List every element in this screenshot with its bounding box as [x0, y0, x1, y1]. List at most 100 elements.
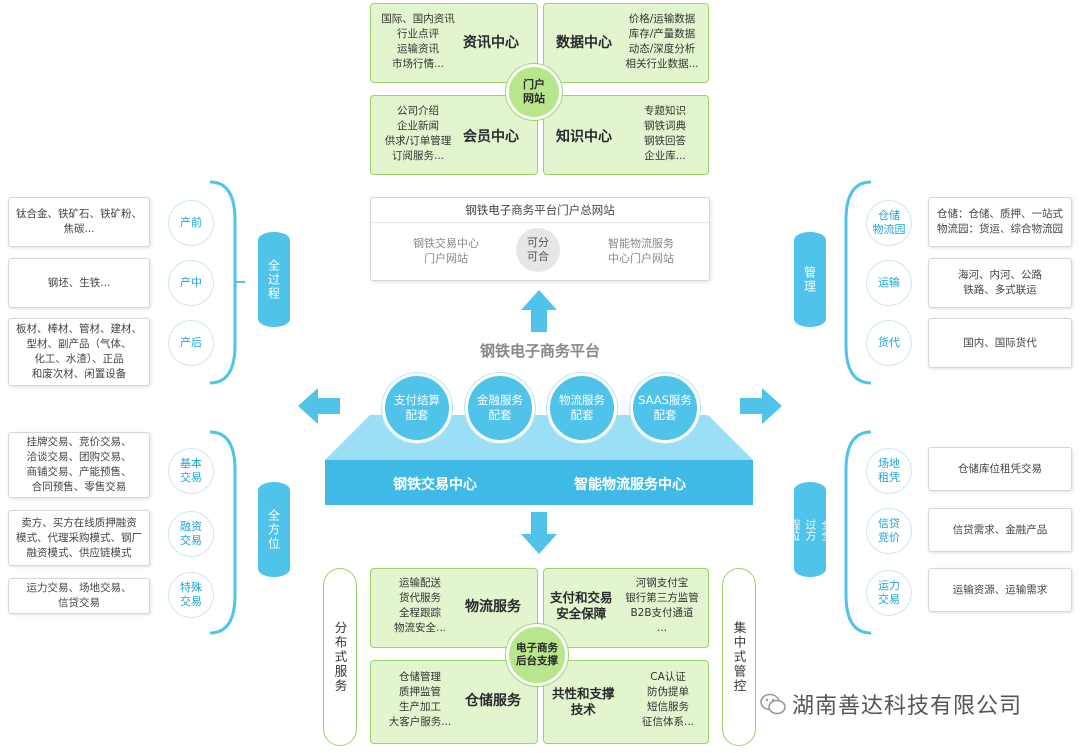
- backend-warehouse-lines: 仓储管理质押监管生产加工大客户服务...: [380, 670, 460, 730]
- backend-tech-lines: CA认证防伪提单短信服务征信体系...: [630, 670, 706, 730]
- arrow-left-icon: [298, 388, 340, 424]
- portal-center-circle: 门户 网站: [506, 64, 562, 120]
- portal-member-line: 订阅服务...: [391, 150, 444, 162]
- right-bottom-bubble-2: 信贷 竞价: [866, 508, 912, 554]
- portal-info-line: 国际、国内资讯: [381, 13, 455, 25]
- backend-payment-lines: 河钢支付宝银行第三方监管 B2B支付通道...: [618, 576, 706, 636]
- platform-logistics-center: 智能物流服务中心: [574, 477, 686, 493]
- portal-knowledge-title: 知识中心: [556, 129, 612, 145]
- left-top-bubble-2: 产中: [168, 260, 214, 306]
- backend-tech-line: 征信体系...: [641, 716, 694, 728]
- right-top-bracket: [844, 180, 872, 385]
- main-site-left: 钢铁交易中心 门户网站: [413, 237, 479, 265]
- right-top-bubble-3: 货代: [866, 320, 912, 366]
- service-saas-label: SAAS服务 配套: [638, 393, 692, 422]
- right-top-label-3: 货代: [878, 336, 900, 349]
- backend-tech-line: 防伪提单: [647, 686, 689, 698]
- left-top-cylinder: 全过程: [258, 232, 290, 327]
- portal-info-line: 行业点评: [397, 28, 439, 40]
- right-top-label-2: 运输: [878, 276, 900, 289]
- left-top-label-1: 产前: [180, 216, 202, 229]
- arrow-up-icon: [521, 290, 557, 332]
- service-logistics: 物流服务 配套: [547, 373, 617, 443]
- right-bottom-cylinder: 全全 过方 程位: [788, 482, 833, 577]
- right-bottom-text-3: 运输资源、运输需求: [952, 583, 1048, 596]
- portal-knowledge-line: 企业库...: [644, 150, 686, 162]
- backend-right-pill-label: 集中式管控: [731, 620, 747, 694]
- right-top-cylinder-label: 管理: [802, 265, 817, 294]
- portal-knowledge-line: 钢铁词典: [644, 120, 686, 132]
- backend-warehouse-line: 仓储管理: [399, 671, 441, 683]
- main-site-box: 钢铁电子商务平台门户总网站 钢铁交易中心 门户网站 可分 可合 智能物流服务 中…: [370, 197, 710, 281]
- backend-tech-title: 共性和支撑 技术: [552, 686, 615, 717]
- watermark-text: 湖南善达科技有限公司: [792, 694, 1023, 719]
- backend-payment-line: B2B支付通道: [630, 607, 694, 619]
- service-payment: 支付结算 配套: [382, 373, 452, 443]
- main-site-center: 可分 可合: [516, 228, 560, 272]
- backend-box-payment: [543, 568, 709, 648]
- portal-knowledge-line: 专题知识: [644, 105, 686, 117]
- platform-trade-center: 钢铁交易中心: [393, 477, 477, 493]
- portal-member-lines: 公司介绍企业新闻供求/订单管理订阅服务...: [378, 104, 458, 164]
- right-bottom-label-1: 场地 租凭: [878, 457, 900, 484]
- backend-payment-line: 银行第三方监管: [625, 592, 699, 604]
- right-bottom-bubble-3: 运力 交易: [866, 570, 912, 616]
- left-bottom-label-3: 特殊 交易: [180, 581, 202, 608]
- main-site-right: 智能物流服务 中心门户网站: [608, 237, 674, 265]
- backend-logistics-line: 全程跟踪: [399, 607, 441, 619]
- left-top-text-1: 钛合金、铁矿石、铁矿粉、 焦碳...: [16, 208, 142, 235]
- backend-payment-line: ...: [656, 622, 667, 634]
- portal-info-title: 资讯中心: [463, 35, 519, 51]
- main-site-center-label: 可分 可合: [527, 236, 549, 263]
- right-top-bubble-2: 运输: [866, 260, 912, 306]
- backend-center-label: 电子商务 后台支撑: [516, 642, 558, 667]
- watermark: 湖南善达科技有限公司: [760, 688, 1022, 720]
- left-bottom-box-2: 卖方、买方在线质押融资 模式、代理采购模式、钢厂 融资模式、供应链模式: [8, 510, 150, 566]
- portal-member-title: 会员中心: [463, 129, 519, 145]
- left-top-box-3: 板材、棒材、管材、建材、 型材、副产品（气体、 化工、水渣）、正品 和废次材、闲…: [8, 318, 150, 386]
- backend-tech-line: 短信服务: [647, 701, 689, 713]
- backend-payment-line: 河钢支付宝: [635, 577, 689, 589]
- backend-payment-title: 支付和交易 安全保障: [550, 590, 613, 621]
- left-bottom-label-2: 融资 交易: [180, 520, 202, 547]
- backend-left-pill-label: 分布式服务: [332, 620, 348, 694]
- wechat-icon: [760, 693, 786, 715]
- left-bottom-bubble-3: 特殊 交易: [168, 572, 214, 618]
- platform-title: 钢铁电子商务平台: [479, 342, 600, 360]
- backend-tech-line: CA认证: [650, 671, 686, 683]
- right-bottom-label-2: 信贷 竞价: [878, 517, 900, 544]
- backend-warehouse-title: 仓储服务: [465, 693, 521, 709]
- portal-data-line: 动态/深度分析: [628, 43, 696, 55]
- left-bottom-text-3: 运力交易、场地交易、 信贷交易: [26, 582, 132, 609]
- portal-box-knowledge: [543, 95, 709, 175]
- portal-member-line: 企业新闻: [397, 120, 439, 132]
- service-logistics-label: 物流服务 配套: [559, 393, 605, 422]
- portal-info-line: 市场行情...: [391, 58, 444, 70]
- portal-member-line: 供求/订单管理: [384, 135, 452, 147]
- left-top-cylinder-label: 全过程: [266, 258, 281, 301]
- portal-info-lines: 国际、国内资讯行业点评运输资讯市场行情...: [378, 12, 458, 72]
- portal-data-lines: 价格/运输数据库存/产量数据动态/深度分析相关行业数据...: [620, 12, 704, 72]
- service-payment-label: 支付结算 配套: [394, 393, 440, 422]
- left-bottom-box-1: 挂牌交易、竞价交易、 洽谈交易、团购交易、 商铺交易、产能预售、 合同预售、零售…: [8, 432, 150, 498]
- portal-data-line: 价格/运输数据: [628, 13, 696, 25]
- left-top-label-3: 产后: [180, 336, 202, 349]
- portal-center-label: 门户 网站: [523, 78, 545, 105]
- portal-data-title: 数据中心: [556, 35, 612, 51]
- left-bottom-bubble-2: 融资 交易: [168, 511, 214, 557]
- left-top-label-2: 产中: [180, 276, 202, 289]
- backend-logistics-title: 物流服务: [465, 599, 521, 615]
- left-bottom-text-2: 卖方、买方在线质押融资 模式、代理采购模式、钢厂 融资模式、供应链模式: [16, 516, 142, 559]
- left-top-box-2: 钢坯、生铁...: [8, 258, 150, 308]
- left-bottom-bubble-1: 基本 交易: [168, 448, 214, 494]
- main-site-title: 钢铁电子商务平台门户总网站: [371, 202, 709, 223]
- backend-logistics-line: 货代服务: [399, 592, 441, 604]
- left-bottom-text-1: 挂牌交易、竞价交易、 洽谈交易、团购交易、 商铺交易、产能预售、 合同预售、零售…: [26, 436, 132, 493]
- right-bottom-bubble-1: 场地 租凭: [866, 448, 912, 494]
- right-bottom-text-1: 仓储库位租凭交易: [958, 462, 1042, 475]
- backend-warehouse-line: 大客户服务...: [388, 716, 452, 728]
- left-bottom-cylinder: 全方位: [258, 482, 290, 577]
- right-top-text-1: 仓储：仓储、质押、一站式 物流园：货运、综合物流园: [937, 208, 1063, 235]
- right-bottom-box-2: 信贷需求、金融产品: [928, 508, 1072, 552]
- backend-logistics-line: 物流安全...: [393, 622, 446, 634]
